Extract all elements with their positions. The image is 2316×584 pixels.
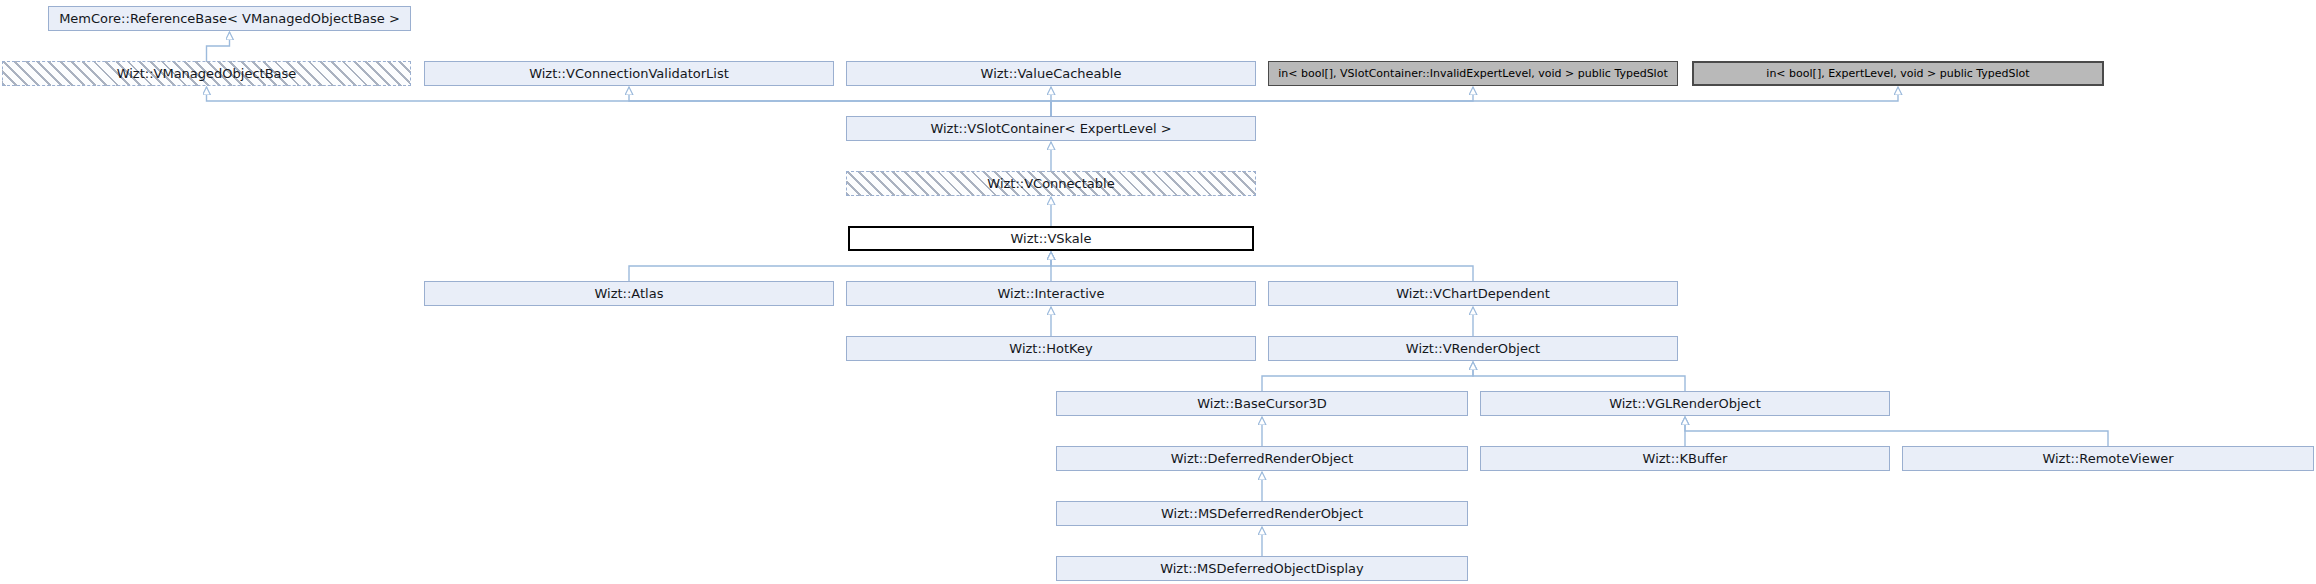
class-node-vconnectable: Wizt::VConnectable — [846, 171, 1256, 196]
class-node-valuecacheable[interactable]: Wizt::ValueCacheable — [846, 61, 1256, 86]
class-node-msdeferredrenderobject[interactable]: Wizt::MSDeferredRenderObject — [1056, 501, 1468, 526]
class-node-deferredrenderobject[interactable]: Wizt::DeferredRenderObject — [1056, 446, 1468, 471]
class-node-label: Wizt::BaseCursor3D — [1197, 396, 1327, 411]
class-node-typedslot1: in< bool[], VSlotContainer::InvalidExper… — [1268, 61, 1678, 86]
inheritance-edge-vchartdependent-to-vskale — [1051, 252, 1473, 281]
class-node-label: Wizt::Interactive — [998, 286, 1105, 301]
class-node-label: Wizt::VGLRenderObject — [1609, 396, 1761, 411]
class-node-kbuffer[interactable]: Wizt::KBuffer — [1480, 446, 1890, 471]
class-node-label: Wizt::MSDeferredRenderObject — [1161, 506, 1363, 521]
class-node-label: Wizt::DeferredRenderObject — [1171, 451, 1354, 466]
class-node-label: in< bool[], ExpertLevel, void > public T… — [1766, 67, 2029, 80]
class-node-label: Wizt::VConnectionValidatorList — [529, 66, 729, 81]
class-node-label: Wizt::VSkale — [1011, 231, 1092, 246]
class-node-hotkey[interactable]: Wizt::HotKey — [846, 336, 1256, 361]
class-node-label: in< bool[], VSlotContainer::InvalidExper… — [1278, 67, 1667, 80]
class-node-label: Wizt::MSDeferredObjectDisplay — [1160, 561, 1364, 576]
class-node-label: Wizt::ValueCacheable — [981, 66, 1122, 81]
class-node-vglrenderobject[interactable]: Wizt::VGLRenderObject — [1480, 391, 1890, 416]
class-node-label: Wizt::VRenderObject — [1406, 341, 1540, 356]
class-node-vslotcontainer[interactable]: Wizt::VSlotContainer< ExpertLevel > — [846, 116, 1256, 141]
inheritance-edge-vmanagedobjectbase-to-referencebase — [207, 32, 230, 61]
class-node-label: Wizt::VSlotContainer< ExpertLevel > — [930, 121, 1171, 136]
class-node-label: Wizt::VConnectable — [987, 176, 1114, 191]
class-node-msdeferredobjectdisplay[interactable]: Wizt::MSDeferredObjectDisplay — [1056, 556, 1468, 581]
class-node-typedslot2: in< bool[], ExpertLevel, void > public T… — [1692, 61, 2104, 86]
inheritance-edge-vglrenderobject-to-vrenderobject — [1473, 362, 1685, 391]
class-node-vconnectionvalidatorlist[interactable]: Wizt::VConnectionValidatorList — [424, 61, 834, 86]
class-node-vchartdependent[interactable]: Wizt::VChartDependent — [1268, 281, 1678, 306]
class-node-vskale: Wizt::VSkale — [848, 226, 1254, 251]
class-node-label: MemCore::ReferenceBase< VManagedObjectBa… — [59, 11, 400, 26]
class-node-basecursor3d[interactable]: Wizt::BaseCursor3D — [1056, 391, 1468, 416]
inheritance-edge-basecursor3d-to-vrenderobject — [1262, 362, 1473, 391]
inheritance-edge-vslotcontainer-to-vconnectionvalidatorlist — [629, 87, 1051, 116]
inheritance-edge-atlas-to-vskale — [629, 252, 1051, 281]
class-node-label: Wizt::Atlas — [595, 286, 664, 301]
inheritance-edge-vslotcontainer-to-typedslot2 — [1051, 87, 1898, 116]
class-node-label: Wizt::VChartDependent — [1396, 286, 1550, 301]
class-node-interactive[interactable]: Wizt::Interactive — [846, 281, 1256, 306]
class-node-vmanagedobjectbase: Wizt::VManagedObjectBase — [2, 61, 411, 86]
class-node-referencebase[interactable]: MemCore::ReferenceBase< VManagedObjectBa… — [48, 6, 411, 31]
class-node-label: Wizt::KBuffer — [1643, 451, 1728, 466]
class-node-label: Wizt::VManagedObjectBase — [117, 66, 297, 81]
class-node-atlas[interactable]: Wizt::Atlas — [424, 281, 834, 306]
inheritance-edge-remoteviewer-to-vglrenderobject — [1685, 417, 2108, 446]
class-node-vrenderobject[interactable]: Wizt::VRenderObject — [1268, 336, 1678, 361]
class-node-label: Wizt::HotKey — [1009, 341, 1092, 356]
class-node-label: Wizt::RemoteViewer — [2042, 451, 2173, 466]
class-node-remoteviewer[interactable]: Wizt::RemoteViewer — [1902, 446, 2314, 471]
